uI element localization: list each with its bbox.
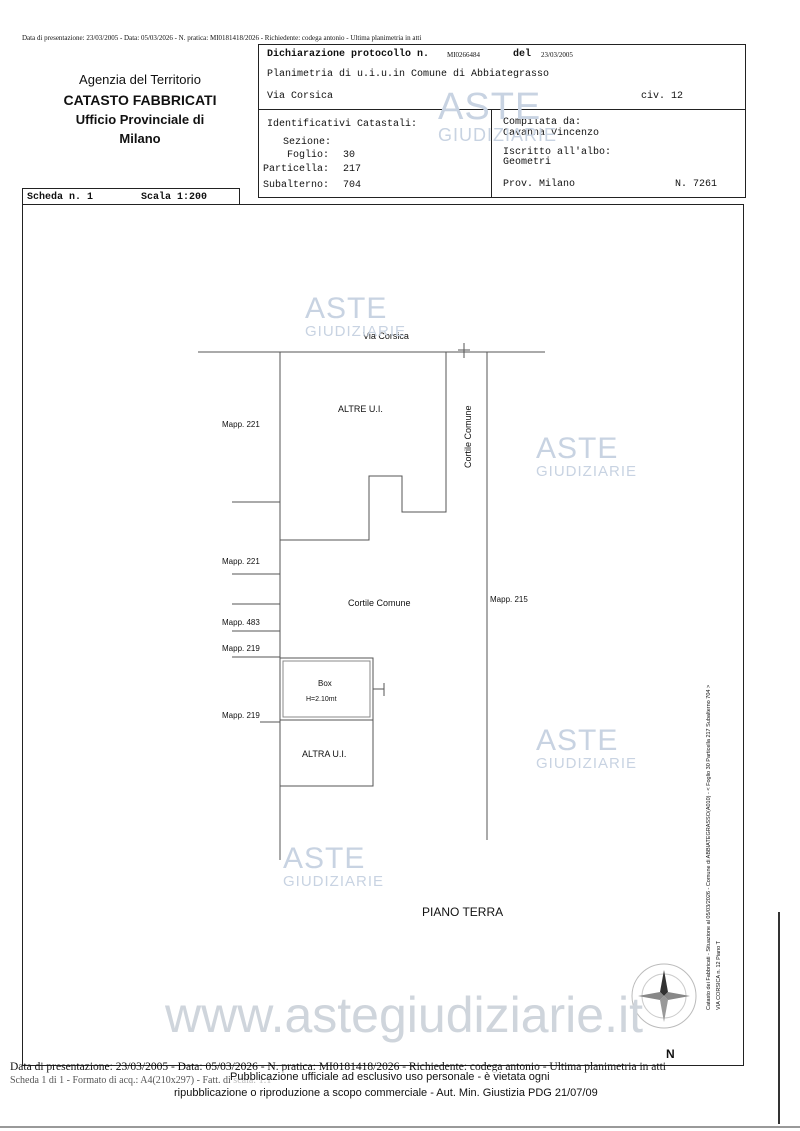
- scheda-box: Scheda n. 1 Scala 1:200: [22, 188, 240, 205]
- mapp-219-label: Mapp. 219: [222, 644, 260, 653]
- side-address-text: VIA CORSICA n. 12 Piano T: [716, 941, 722, 1010]
- watermark-site: www.astegiudiziarie.it: [165, 987, 643, 1043]
- box-inner: [282, 660, 371, 718]
- footer-scheda: Scheda 1 di 1 - Formato di acq.: A4(210x…: [10, 1075, 272, 1086]
- mapp-221-label: Mapp. 221: [222, 557, 260, 566]
- footer-notice-1: Pubblicazione ufficiale ad esclusivo uso…: [230, 1071, 550, 1083]
- cortile-vertical-label: Cortile Comune: [463, 405, 473, 468]
- scheda-label: Scheda n. 1: [27, 192, 94, 203]
- side-situazione-text: Catasto dei Fabbricati - Situazione al 0…: [706, 684, 712, 1010]
- mapp-221-label: Mapp. 221: [222, 420, 260, 429]
- piano-terra-label: PIANO TERRA: [422, 905, 504, 919]
- box-height-label: H=2.10mt: [306, 696, 337, 703]
- compilata-label: Compilata da:: [503, 117, 582, 128]
- identificativi-label: Identificativi Catastali:: [267, 119, 418, 130]
- compilatore-name: Cavanna Vincenzo: [503, 128, 600, 139]
- altra-ui-label: ALTRA U.I.: [302, 749, 347, 759]
- del-date: 23/03/2005: [541, 51, 573, 59]
- particella-value: 217: [343, 164, 362, 175]
- box-label: Box: [318, 679, 332, 688]
- compass-rose: [631, 963, 697, 1029]
- box-outline: [279, 657, 374, 721]
- street-label: Via Corsica: [363, 331, 409, 341]
- cortile-label: Cortile Comune: [348, 598, 411, 608]
- altre-ui-outline: [280, 352, 447, 541]
- mapp-483-label: Mapp. 483: [222, 618, 260, 627]
- north-label: N: [666, 1047, 675, 1061]
- subalterno-label: Subalterno:: [263, 180, 330, 191]
- altre-ui-label: ALTRE U.I.: [338, 404, 383, 414]
- planimetria-title: Planimetria di u.i.u.in Comune di Abbiat…: [267, 69, 550, 80]
- mapp-215-label: Mapp. 215: [490, 595, 528, 604]
- foglio-label: Foglio:: [287, 150, 330, 161]
- altra-ui-outline: [279, 719, 374, 787]
- scala-label: Scala 1:200: [141, 192, 208, 203]
- agency-ufficio: Ufficio Provinciale di: [75, 112, 205, 127]
- del-label: del: [513, 49, 532, 60]
- iscrizione-number: N. 7261: [675, 179, 718, 190]
- page-edge: [778, 912, 780, 1124]
- subalterno-value: 704: [343, 180, 362, 191]
- sezione-label: Sezione:: [283, 137, 332, 148]
- albo-value: Geometri: [503, 157, 552, 168]
- agency-name: Agenzia del Territorio: [79, 72, 201, 87]
- civ-label: civ. 12: [641, 91, 684, 102]
- particella-label: Particella:: [263, 164, 330, 175]
- foglio-value: 30: [343, 150, 356, 161]
- iscritto-label: Iscritto all'albo:: [503, 147, 612, 158]
- via-label: Via Corsica: [267, 91, 334, 102]
- plan-frame: [22, 204, 744, 1066]
- agency-catasto: CATASTO FABBRICATI: [63, 92, 217, 108]
- footer-notice-2: ripubblicazione o riproduzione a scopo c…: [174, 1087, 598, 1099]
- mapp-219-label: Mapp. 219: [222, 711, 260, 720]
- header-box: Dichiarazione protocollo n. MI0266484 de…: [258, 44, 746, 198]
- agency-city: Milano: [119, 131, 161, 146]
- footer-presentation: Data di presentazione: 23/03/2005 - Data…: [10, 1061, 666, 1073]
- protocollo-number: MI0266484: [447, 51, 481, 59]
- dichiarazione-label: Dichiarazione protocollo n.: [267, 49, 430, 60]
- top-meta: Data di presentazione: 23/03/2005 - Data…: [22, 34, 422, 42]
- provincia: Prov. Milano: [503, 179, 576, 190]
- page-bottom-edge: [0, 1126, 800, 1128]
